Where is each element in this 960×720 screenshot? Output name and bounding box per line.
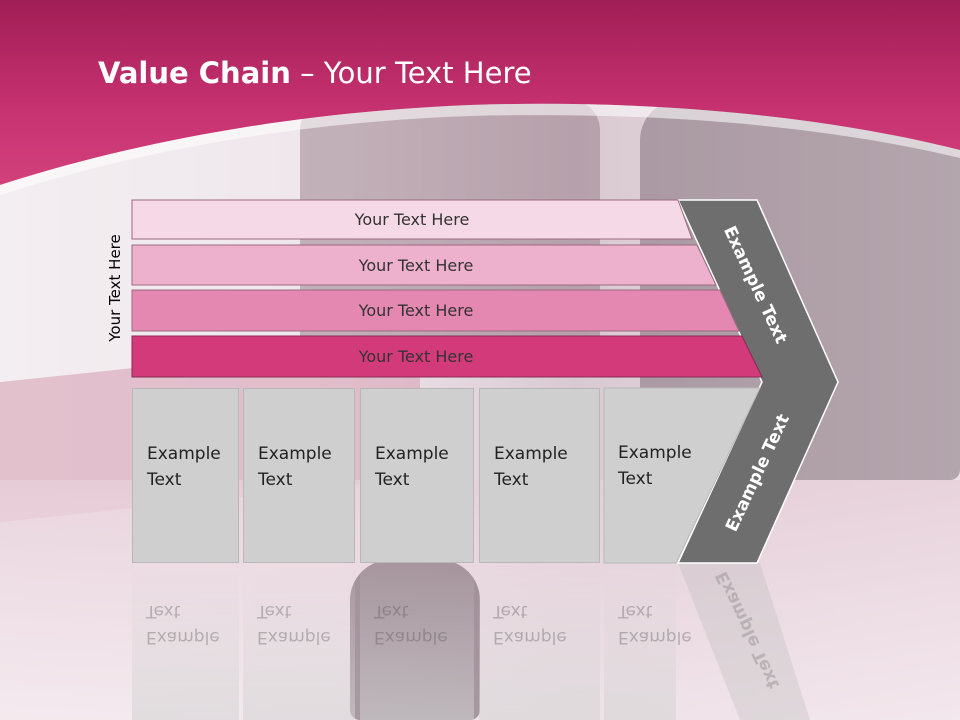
box-1-reflection-line1: Example	[146, 627, 220, 647]
box-4-line1: Example	[494, 444, 568, 464]
bar-2: Your Text Here	[132, 246, 700, 284]
bar-2-shape	[131, 244, 717, 286]
box-2-reflection: Example Text	[243, 563, 355, 720]
title-bold: Value Chain	[98, 56, 291, 90]
slide-title: Value Chain – Your Text Here	[98, 56, 532, 90]
box-5-line2: Text	[618, 469, 653, 489]
bar-4-shape	[131, 335, 763, 378]
bar-3-shape	[131, 289, 740, 332]
box-5-reflection: Example Text	[604, 563, 692, 720]
title-rest: – Your Text Here	[290, 56, 532, 90]
box-2-line2: Text	[258, 470, 293, 490]
box-3-line2: Text	[375, 470, 410, 490]
box-2-reflection-line2: Text	[257, 601, 292, 621]
bar-4: Your Text Here	[132, 337, 700, 375]
bar-2-label: Your Text Here	[358, 255, 474, 275]
bar-3-label: Your Text Here	[358, 300, 474, 320]
box-3-reflection: Example Text	[360, 563, 474, 720]
box-1-reflection: Example Text	[132, 563, 239, 720]
box-2-line1: Example	[258, 444, 332, 464]
box-5-shape	[603, 387, 761, 564]
box-3-reflection-line1: Example	[374, 627, 448, 647]
box-3-line1: Example	[375, 444, 449, 464]
bar-1-shape	[131, 199, 693, 240]
bar-3: Your Text Here	[132, 291, 700, 329]
box-1-line2: Text	[147, 470, 182, 490]
chevron-reflection	[678, 563, 810, 720]
box-4-reflection-line2: Text	[493, 601, 528, 621]
box-4-reflection-line1: Example	[493, 627, 567, 647]
box-1-reflection-line2: Text	[146, 601, 181, 621]
box-5-reflection-line2: Text	[618, 601, 653, 621]
box-1-line1: Example	[147, 444, 221, 464]
box-5-line1: Example	[618, 443, 692, 463]
box-4-reflection: Example Text	[479, 563, 600, 720]
box-5-reflection-line1: Example	[618, 627, 692, 647]
box-4-line2: Text	[494, 470, 529, 490]
box-2-reflection-line1: Example	[257, 627, 331, 647]
chevron-arrow	[676, 199, 839, 564]
box-3-reflection-line2: Text	[374, 601, 409, 621]
bar-4-label: Your Text Here	[358, 346, 474, 366]
bar-1: Your Text Here	[132, 200, 692, 238]
bar-1-label: Your Text Here	[354, 209, 470, 229]
